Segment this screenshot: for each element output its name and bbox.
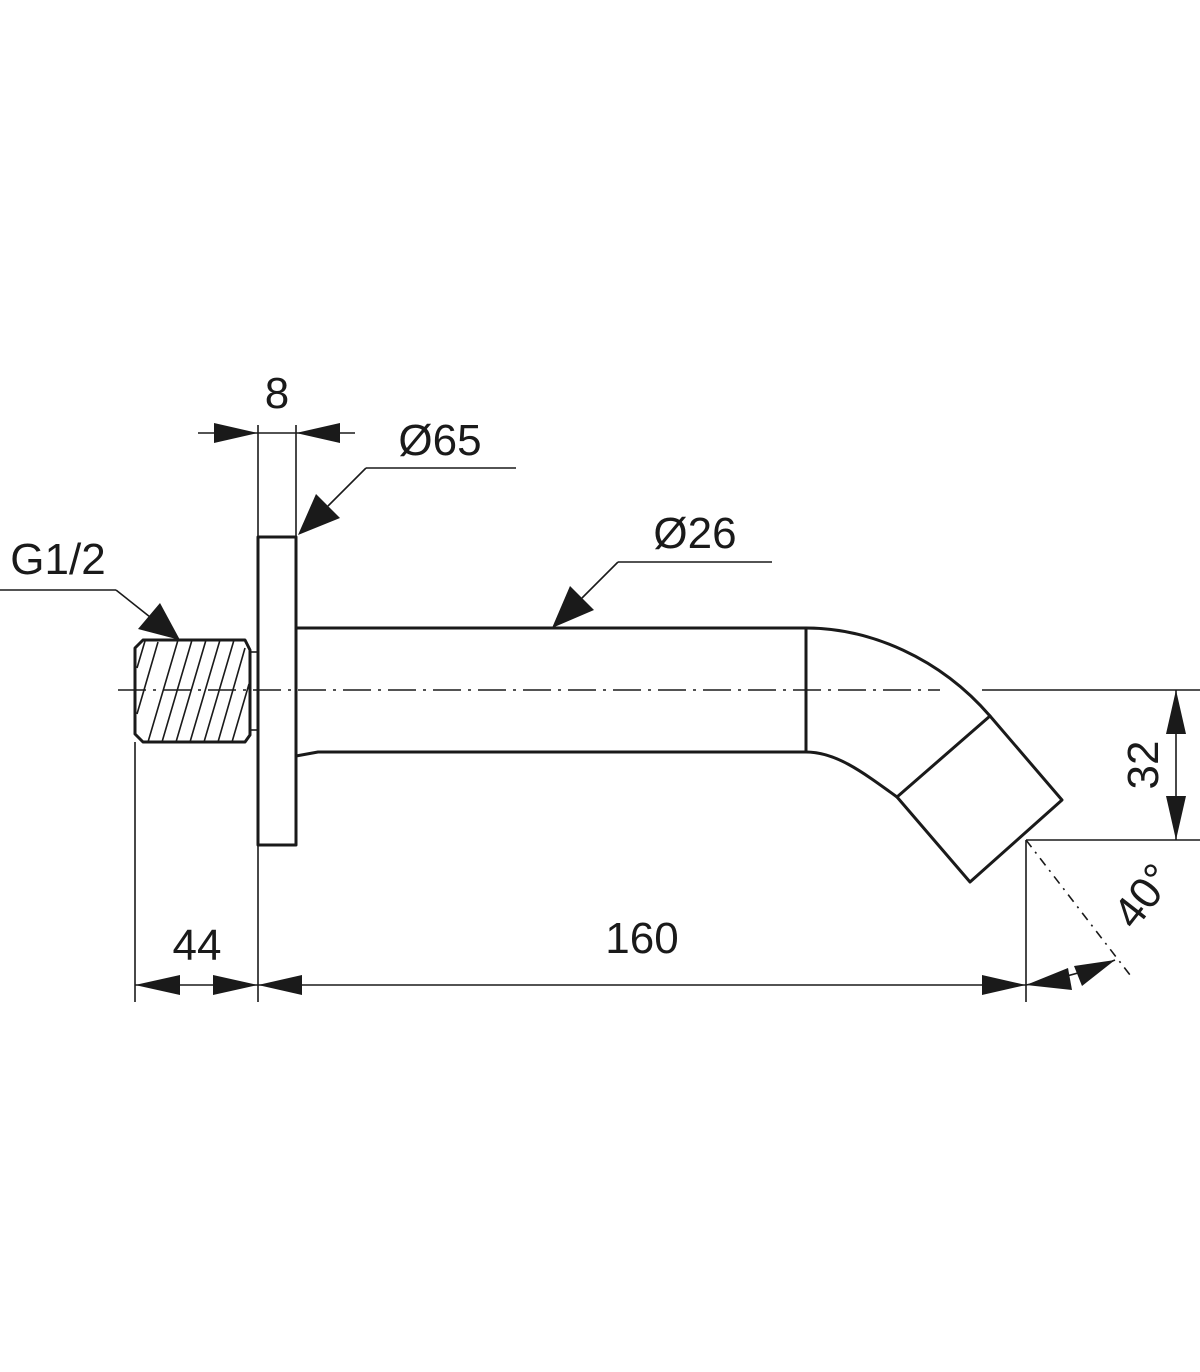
outlet-axis <box>1025 839 1131 976</box>
thread-hatching <box>136 639 250 743</box>
outlet-drop-label: 32 <box>1119 741 1168 790</box>
leader-spout-diameter: Ø26 <box>552 509 772 628</box>
outlet-angle-label: 40° <box>1104 855 1184 938</box>
dim-spout-length: 160 <box>258 914 1026 995</box>
extension-lines <box>134 425 1200 1002</box>
thread-label: G1/2 <box>10 535 105 584</box>
thread-length-label: 44 <box>173 921 222 970</box>
dim-outlet-angle: 40° <box>1025 855 1184 990</box>
spout-diameter-label: Ø26 <box>653 509 736 558</box>
flange-thickness-label: 8 <box>265 369 289 418</box>
threaded-connector <box>133 638 259 744</box>
spout-body <box>294 626 1064 884</box>
leader-flange-diameter: Ø65 <box>298 416 516 535</box>
dim-outlet-drop: 32 <box>1119 690 1186 840</box>
flange-diameter-label: Ø65 <box>398 416 481 465</box>
dim-thread-length: 44 <box>135 921 258 995</box>
wall-flange <box>256 535 298 847</box>
leader-thread: G1/2 <box>0 535 180 640</box>
spout-length-label: 160 <box>605 914 678 963</box>
dim-flange-thickness: 8 <box>198 369 355 443</box>
